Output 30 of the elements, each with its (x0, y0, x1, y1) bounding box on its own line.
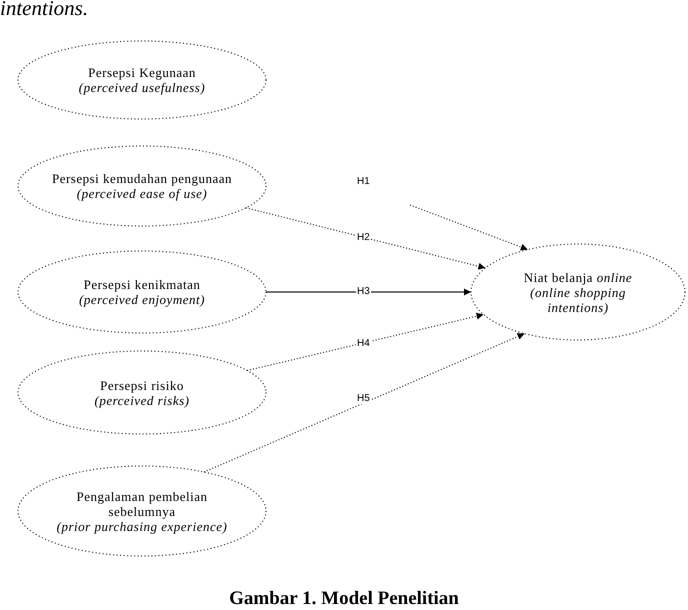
edge-label: H4 (356, 338, 371, 349)
edge-label: H3 (356, 286, 371, 297)
construct-translation: (online shopping intentions) (529, 284, 627, 314)
construct-name: Persepsi kemudahan pengunaan (52, 171, 232, 186)
construct-name: Niat belanja online (524, 270, 632, 284)
arrow (204, 333, 525, 473)
construct-ellipse (17, 145, 267, 227)
construct-ellipse (17, 40, 267, 120)
arrow (246, 207, 486, 270)
arrow (246, 312, 484, 371)
construct-translation: (perceived risks) (94, 392, 190, 408)
construct-name: Pengalaman pembelian sebelumnya (76, 488, 208, 518)
arrow (410, 204, 528, 250)
text-fragment: intentions. (0, 0, 88, 21)
construct-ellipse (17, 350, 267, 435)
construct-name: Persepsi Kegunaan (88, 65, 196, 80)
construct-translation: (prior purchasing experience) (56, 518, 228, 534)
construct-translation: (perceived enjoyment) (79, 292, 205, 307)
edge-label: H2 (356, 232, 371, 243)
edge-label: H5 (356, 393, 371, 404)
edge-label: H1 (356, 176, 371, 187)
construct-name: Persepsi kenikmatan (84, 277, 200, 292)
figure-caption: Gambar 1. Model Penelitian (229, 588, 459, 610)
construct-translation: (perceived usefulness) (78, 80, 206, 95)
arrow (266, 288, 472, 296)
construct-translation: (perceived ease of use) (76, 186, 208, 201)
construct-name: Persepsi risiko (100, 378, 184, 392)
construct-ellipse (17, 465, 267, 557)
construct-ellipse (17, 250, 267, 334)
construct-ellipse (470, 243, 686, 341)
